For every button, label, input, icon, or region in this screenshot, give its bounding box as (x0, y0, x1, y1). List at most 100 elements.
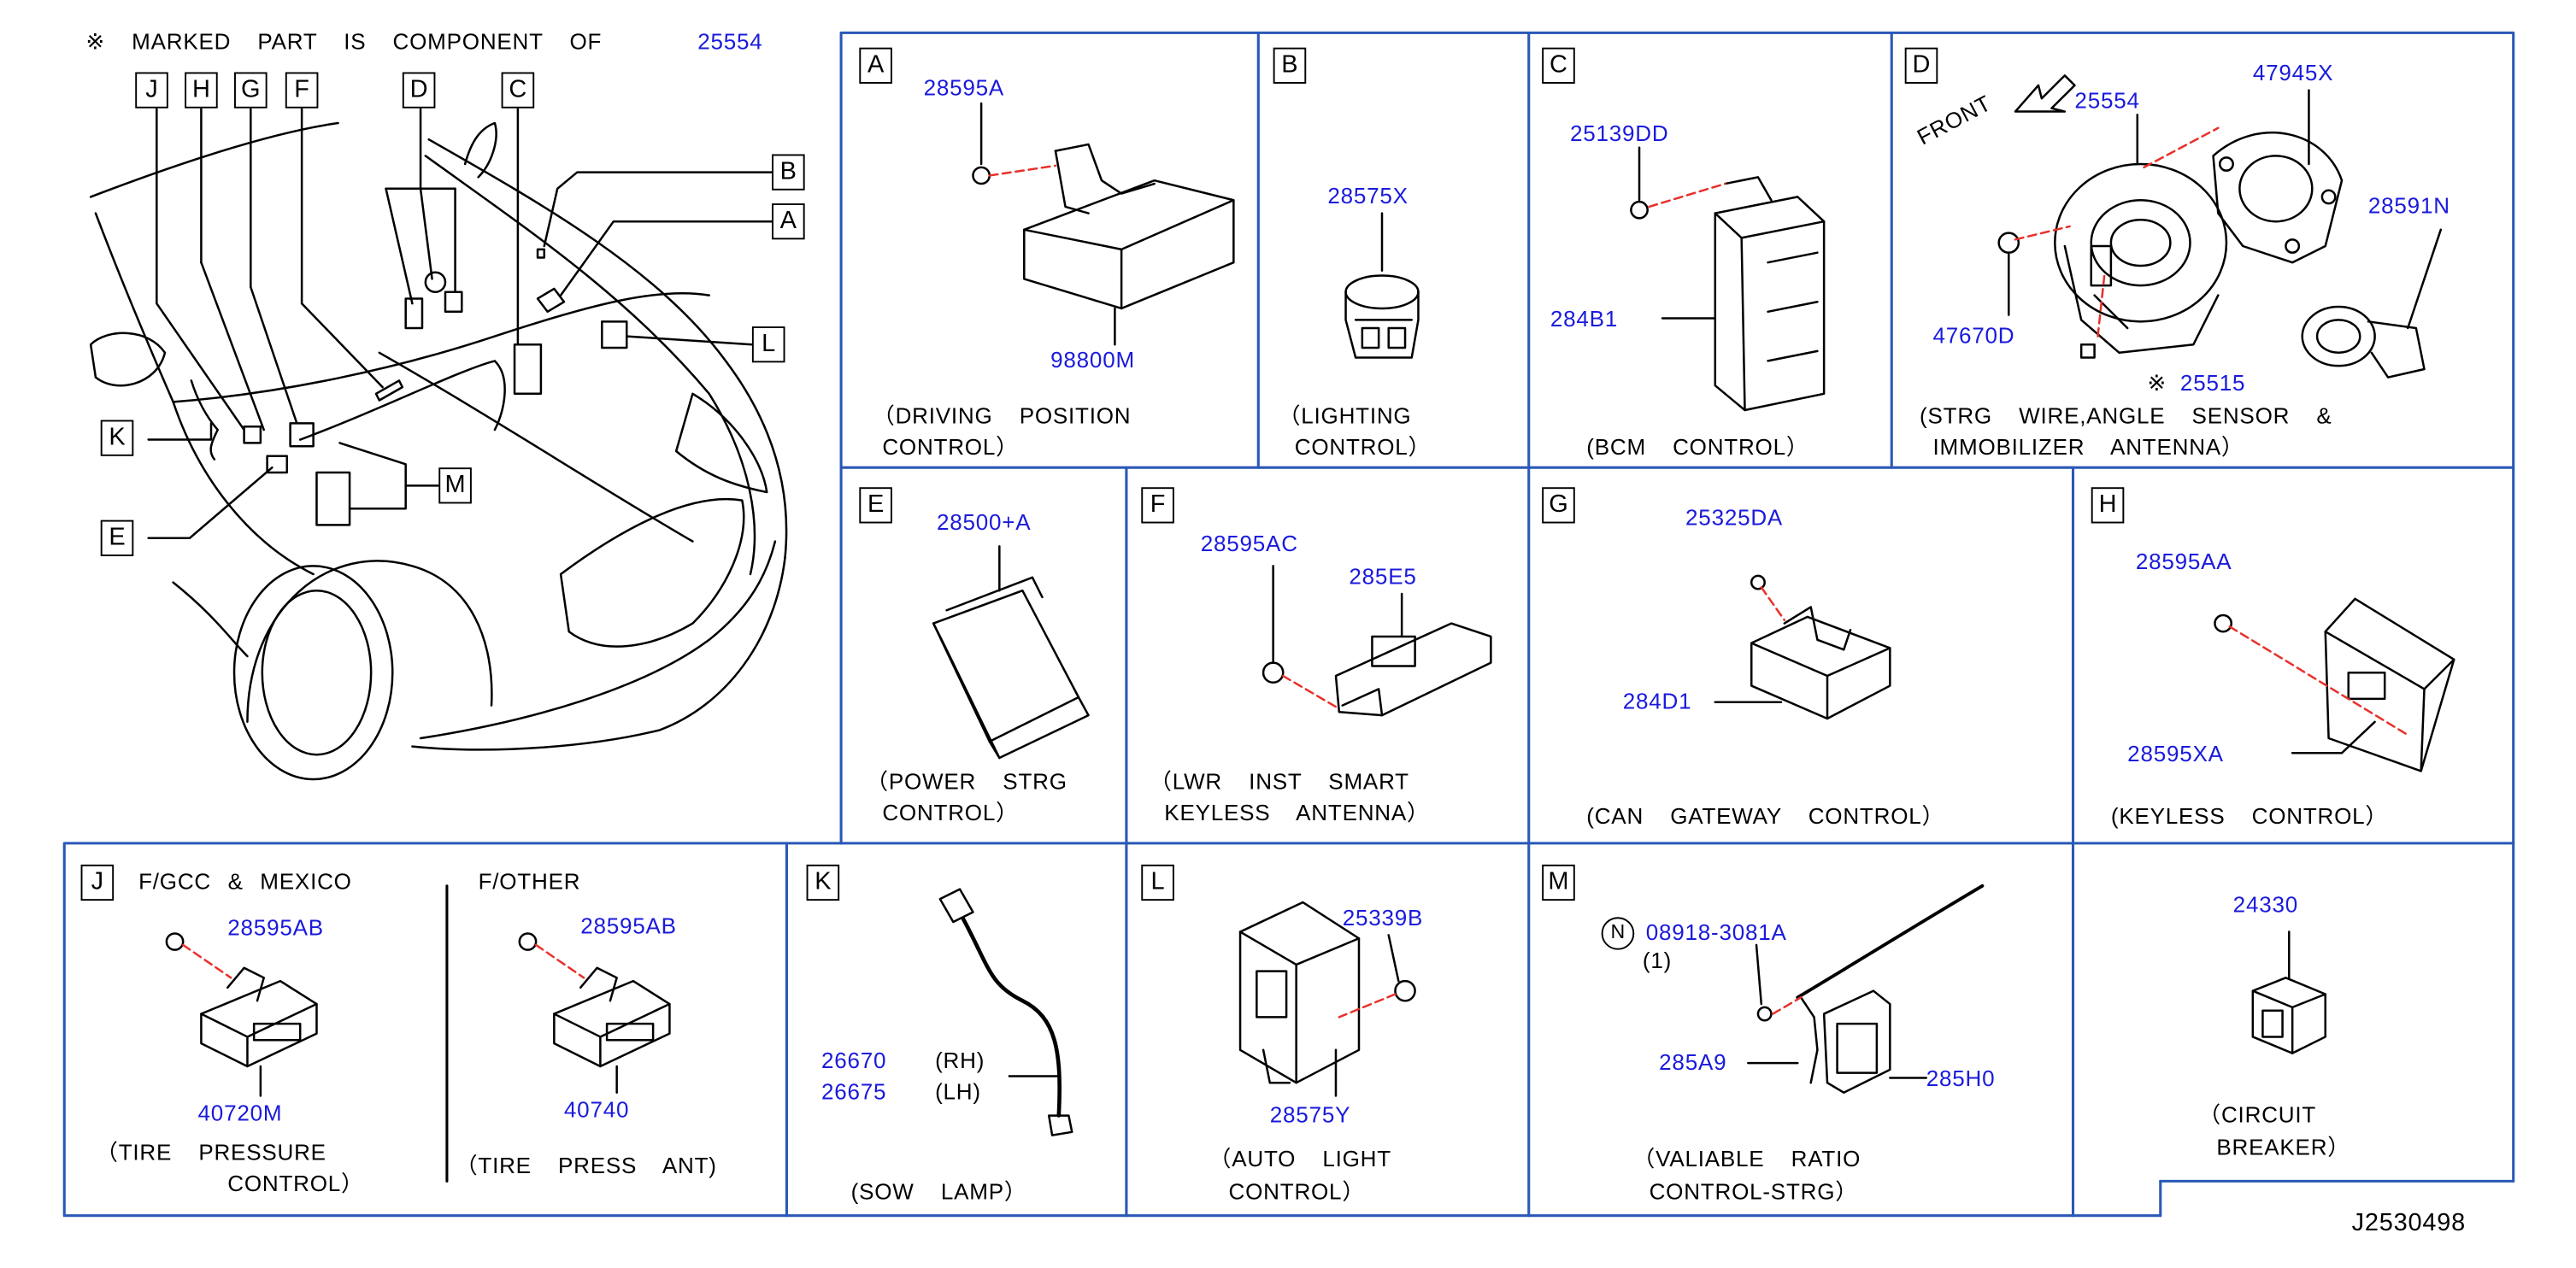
side-rh: (RH) (935, 1048, 985, 1073)
marked-note-symbol: ※ (85, 29, 105, 55)
vehicle-outline (89, 121, 788, 781)
callout-a[interactable]: A (772, 203, 805, 240)
marked-symbol: ※ (2147, 370, 2167, 396)
circuit-breaker-art (2251, 930, 2326, 1054)
panel-l-caption-2: CONTROL） (1228, 1179, 1366, 1205)
panel-b-caption-1: （LIGHTING (1278, 403, 1412, 429)
panel-c-caption: (BCM CONTROL） (1586, 434, 1809, 460)
panel-a-caption-1: （DRIVING POSITION (872, 403, 1132, 429)
panel-b-caption-2: CONTROL） (1294, 434, 1432, 460)
panel-b-art (1344, 212, 1420, 359)
callout-b[interactable]: B (772, 154, 805, 191)
panel-k-art (938, 888, 1073, 1136)
callout-d[interactable]: D (402, 72, 436, 109)
panel-j-caption-1: （TIRE PRESSURE (95, 1140, 326, 1165)
callout-f[interactable]: F (285, 72, 319, 109)
panel-d-caption-1: (STRG WIRE,ANGLE SENSOR & (1920, 403, 2332, 429)
marked-note-part: 25554 (697, 29, 763, 55)
panel-m-caption-2: CONTROL-STRG） (1649, 1179, 1859, 1205)
part-40740[interactable]: 40740 (563, 1097, 630, 1123)
qty-label: (1) (1642, 948, 1673, 973)
panel-a-art (972, 102, 1235, 346)
panel-l-art (1238, 901, 1416, 1097)
drawing-code: J2530498 (2351, 1209, 2466, 1237)
panel-a-caption-2: CONTROL） (882, 434, 1019, 460)
part-28595ab-right[interactable]: 28595AB (580, 913, 677, 939)
callout-l[interactable]: L (751, 326, 785, 363)
part-28575x[interactable]: 28575X (1327, 184, 1409, 208)
part-26670[interactable]: 26670 (820, 1048, 887, 1073)
panel-e-caption-1: （POWER STRG (866, 769, 1067, 795)
part-285e5[interactable]: 285E5 (1349, 564, 1417, 590)
part-28595ab-left[interactable]: 28595AB (227, 915, 324, 941)
panel-h-letter: H (2091, 487, 2125, 524)
panel-f-caption-1: （LWR INST SMART (1149, 769, 1409, 795)
part-285a9[interactable]: 285A9 (1659, 1049, 1727, 1075)
part-28595ac[interactable]: 28595AC (1200, 531, 1298, 556)
part-47945x[interactable]: 47945X (2252, 61, 2334, 85)
panel-m-letter: M (1542, 864, 1575, 901)
panel-h-art (2214, 597, 2455, 772)
part-25325da[interactable]: 25325DA (1685, 505, 1784, 531)
panel-f-letter: F (1141, 487, 1174, 524)
callout-e[interactable]: E (100, 520, 134, 556)
part-284d1[interactable]: 284D1 (1622, 689, 1692, 714)
part-25515[interactable]: 25515 (2179, 370, 2246, 396)
panel-j-left-title: F/GCC & MEXICO (138, 869, 352, 895)
part-25339b[interactable]: 25339B (1342, 905, 1424, 930)
marked-note: ※ MARKED PART IS COMPONENT OF (85, 30, 602, 56)
panel-j-caption-2: CONTROL） (227, 1171, 364, 1196)
part-26675[interactable]: 26675 (820, 1079, 887, 1105)
part-28591n[interactable]: 28591N (2367, 193, 2450, 219)
panel-l-caption-1: （AUTO LIGHT (1209, 1147, 1391, 1171)
part-28595a[interactable]: 28595A (923, 75, 1005, 101)
part-28500a[interactable]: 28500+A (937, 510, 1032, 535)
overview-components (190, 248, 628, 526)
panel-grid (62, 31, 2515, 1218)
callout-j[interactable]: J (135, 72, 168, 109)
panel-c-letter: C (1542, 47, 1575, 84)
part-25139dd[interactable]: 25139DD (1569, 121, 1669, 146)
part-28595aa[interactable]: 28595AA (2135, 549, 2232, 574)
overview-leaders (147, 105, 773, 540)
panel-k-letter: K (806, 864, 840, 901)
panel-f-art (1262, 565, 1492, 717)
panel-b-letter: B (1273, 47, 1307, 84)
panel-j-letter: J (80, 864, 115, 901)
panel-d-art (1997, 74, 2443, 379)
panel-j-right-title: F/OTHER (478, 869, 581, 895)
panel-g-caption: (CAN GATEWAY CONTROL） (1586, 803, 1945, 829)
part-25554[interactable]: 25554 (2074, 88, 2140, 114)
panel-l-letter: L (1141, 864, 1174, 901)
part-284b1[interactable]: 284B1 (1550, 307, 1619, 332)
panel-e-letter: E (859, 487, 892, 524)
part-28575y[interactable]: 28575Y (1269, 1102, 1351, 1128)
callout-k[interactable]: K (100, 420, 134, 456)
part-40720m[interactable]: 40720M (197, 1101, 283, 1126)
panel-k-caption: (SOW LAMP） (850, 1179, 1027, 1205)
panel-c-art (1630, 146, 1826, 412)
part-28595xa[interactable]: 28595XA (2127, 741, 2224, 766)
panel-m-art (1747, 883, 1985, 1094)
part-47670d[interactable]: 47670D (1932, 323, 2015, 349)
panel-d-caption-2: IMMOBILIZER ANTENNA） (1932, 434, 2244, 460)
marked-note-text: MARKED PART IS COMPONENT OF (132, 29, 603, 55)
part-24330[interactable]: 24330 (2232, 892, 2298, 918)
panel-j-art (165, 932, 671, 1097)
callout-h[interactable]: H (185, 72, 218, 109)
panel-g-art (1714, 574, 1891, 720)
callout-c[interactable]: C (501, 72, 535, 109)
panel-m-caption-1: （VALIABLE RATIO (1632, 1147, 1861, 1171)
side-lh: (LH) (935, 1079, 981, 1105)
part-98800m[interactable]: 98800M (1050, 348, 1135, 373)
part-285h0[interactable]: 285H0 (1926, 1066, 1996, 1091)
panel-e-caption-2: CONTROL） (882, 800, 1019, 825)
callout-m[interactable]: M (438, 467, 472, 504)
nut-symbol: N (1601, 917, 1635, 950)
panel-h-caption: (KEYLESS CONTROL） (2110, 803, 2389, 829)
panel-g-letter: G (1542, 487, 1575, 524)
part-08918-3081a[interactable]: 08918-3081A (1645, 920, 1787, 945)
callout-g[interactable]: G (234, 72, 268, 109)
